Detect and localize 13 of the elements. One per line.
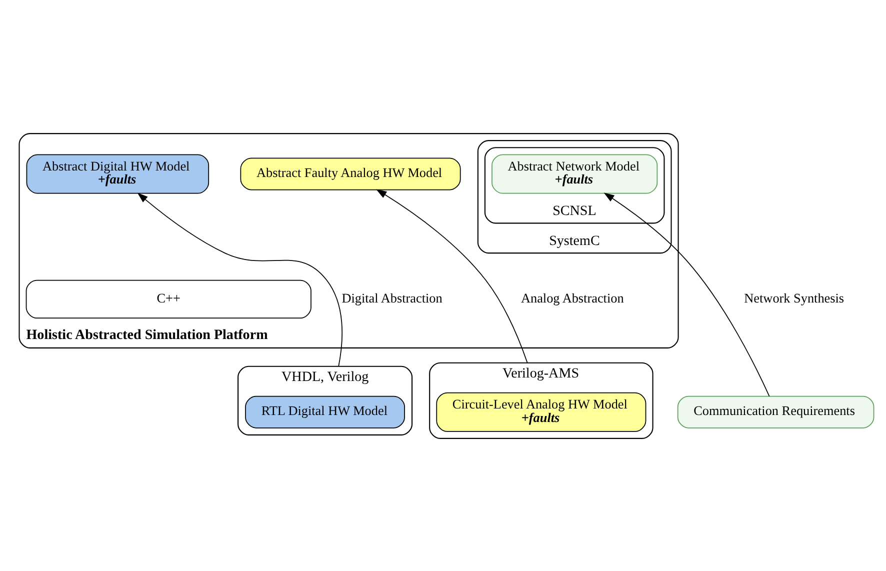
arrow: [376, 188, 528, 363]
edge-label: Digital Abstraction: [342, 290, 442, 305]
edge-label: Network Synthesis: [744, 290, 844, 305]
arrow: [604, 192, 770, 396]
node-box: Circuit-Level Analog HW Model +faults: [436, 392, 646, 432]
node-box: Abstract Faulty Analog HW Model: [240, 157, 461, 190]
node-box: Abstract Network Model +faults: [492, 154, 658, 194]
arrow: [137, 192, 342, 366]
node-box: C++: [26, 279, 312, 318]
node-box: Abstract Digital HW Model +faults: [26, 154, 210, 194]
edge-label: Analog Abstraction: [520, 290, 624, 305]
node-box: RTL Digital HW Model: [245, 395, 405, 428]
node-box: Communication Requirements: [677, 395, 874, 428]
